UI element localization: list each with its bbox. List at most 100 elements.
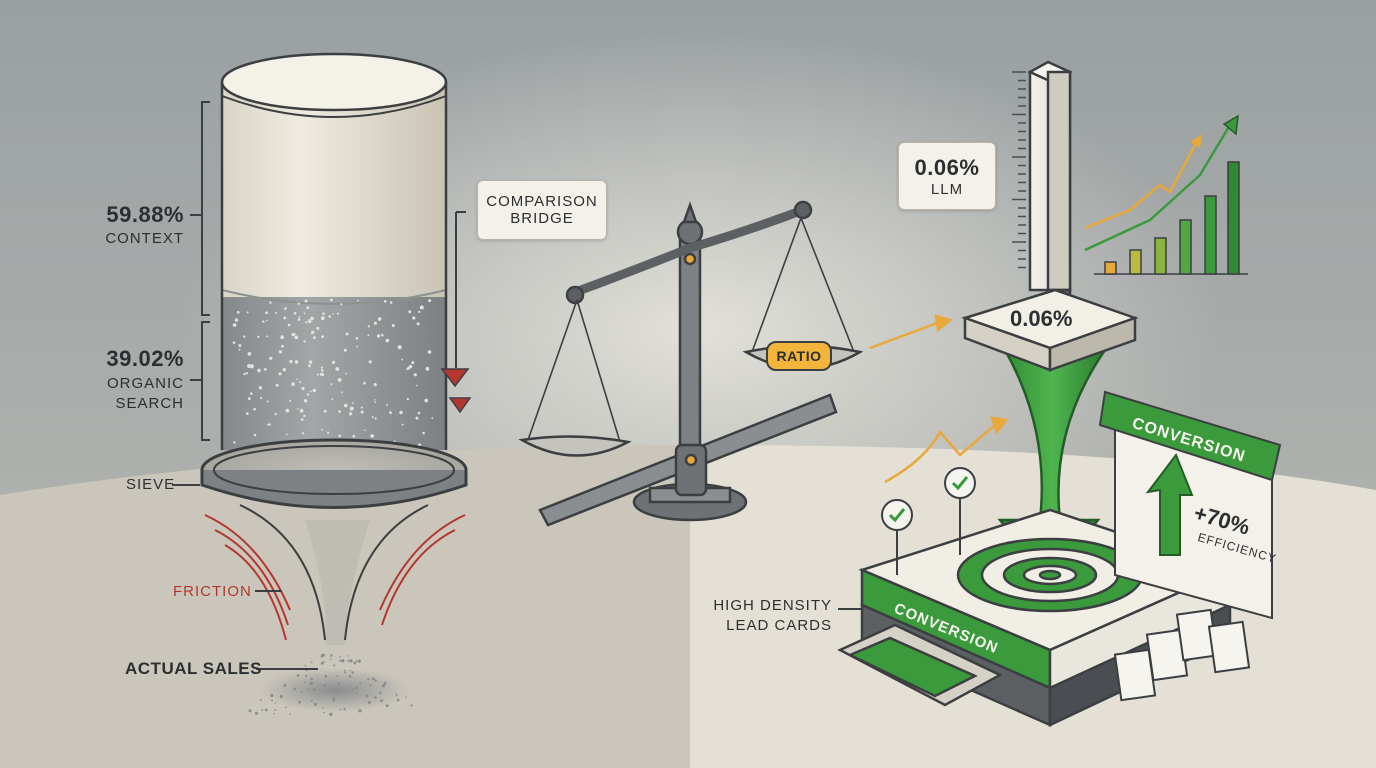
sand-particle bbox=[294, 360, 299, 364]
sand-particle bbox=[297, 302, 300, 305]
sand-particle bbox=[341, 659, 345, 663]
sand-particle bbox=[262, 320, 265, 323]
sand-particle bbox=[266, 400, 269, 403]
sand-particle bbox=[285, 408, 290, 413]
sand-particle bbox=[300, 418, 304, 421]
sand-particle bbox=[374, 401, 377, 404]
sand-particle bbox=[416, 322, 420, 326]
sand-particle bbox=[268, 423, 271, 426]
sand-particle bbox=[418, 310, 421, 313]
sand-particle bbox=[339, 659, 342, 662]
sand-particle bbox=[243, 335, 246, 338]
sand-particle bbox=[254, 711, 258, 715]
sand-particle bbox=[373, 383, 377, 387]
sand-particle bbox=[360, 406, 363, 409]
sand-particle bbox=[340, 303, 343, 306]
sand-particle bbox=[431, 417, 434, 419]
sand-particle bbox=[289, 399, 292, 402]
sand-particle bbox=[257, 335, 260, 338]
sand-particle bbox=[257, 368, 261, 373]
actual-sales-label: ACTUAL SALES bbox=[125, 659, 262, 678]
sand-particle bbox=[316, 326, 320, 330]
sand-particle bbox=[274, 709, 276, 712]
sand-particle bbox=[320, 316, 325, 320]
sand-particle bbox=[280, 335, 284, 340]
sand-particle bbox=[406, 368, 408, 370]
sand-particle bbox=[247, 397, 251, 400]
sand-particle bbox=[307, 319, 312, 324]
sand-particle bbox=[281, 344, 284, 348]
sand-particle bbox=[330, 298, 333, 302]
sand-particle bbox=[425, 366, 430, 371]
sand-particle bbox=[303, 340, 306, 343]
sand-particle bbox=[338, 434, 341, 438]
sand-particle bbox=[297, 318, 301, 321]
sand-particle bbox=[401, 423, 404, 426]
sand-particle bbox=[309, 390, 312, 393]
sand-particle bbox=[299, 408, 304, 413]
sand-particle bbox=[260, 396, 263, 399]
comparison-bridge-callout: COMPARISON BRIDGE bbox=[477, 180, 607, 240]
sand-particle bbox=[377, 317, 382, 321]
sand-particle bbox=[386, 404, 389, 406]
sand-particle bbox=[376, 334, 381, 338]
sand-particle bbox=[341, 391, 343, 393]
friction-lines bbox=[204, 514, 466, 641]
sand-particle bbox=[274, 412, 277, 416]
sand-particle bbox=[349, 659, 353, 663]
sand-particle bbox=[306, 393, 310, 396]
sand-particle bbox=[306, 306, 310, 310]
balance-scale bbox=[518, 200, 864, 527]
sand-particle bbox=[236, 310, 240, 314]
organic-label-line1: ORGANIC bbox=[106, 375, 184, 392]
lead-line2: LEAD CARDS bbox=[726, 617, 832, 634]
sand-particle bbox=[427, 350, 432, 354]
sand-particle bbox=[282, 368, 286, 372]
sand-particle bbox=[303, 399, 308, 403]
sand-particle bbox=[298, 316, 301, 318]
sand-particle bbox=[389, 301, 393, 304]
sand-particle bbox=[320, 366, 323, 369]
sand-particle bbox=[408, 364, 413, 369]
sand-particle bbox=[345, 372, 348, 375]
sand-particle bbox=[385, 338, 390, 343]
sand-particle bbox=[389, 411, 392, 414]
sand-particle bbox=[285, 706, 287, 709]
sand-particle bbox=[343, 348, 347, 352]
ruler bbox=[1012, 71, 1026, 269]
sand-particle bbox=[370, 434, 375, 438]
sand-particle bbox=[258, 386, 263, 390]
sand-particle bbox=[247, 352, 252, 356]
sand-particle bbox=[260, 699, 262, 702]
sand-particle bbox=[278, 350, 283, 354]
bridge-line1: COMPARISON bbox=[486, 193, 598, 210]
sand-particle bbox=[406, 397, 409, 401]
sand-particle bbox=[380, 333, 384, 337]
sand-particle bbox=[413, 373, 417, 377]
growth-chart bbox=[1084, 114, 1248, 275]
sand-particle bbox=[304, 299, 308, 303]
sand-particle bbox=[299, 381, 302, 384]
sand-particle bbox=[312, 388, 316, 393]
sand-particle bbox=[310, 316, 314, 321]
sand-particle bbox=[253, 433, 257, 437]
ratio-tag: RATIO bbox=[766, 341, 832, 371]
sand-particle bbox=[266, 319, 268, 322]
sand-particle bbox=[356, 345, 358, 348]
sand-particle bbox=[323, 711, 326, 714]
sand-particle bbox=[330, 383, 333, 386]
sand-particle bbox=[269, 356, 273, 360]
sand-particle bbox=[308, 364, 311, 368]
sand-particle bbox=[316, 373, 319, 376]
sieve-label: SIEVE bbox=[126, 476, 176, 493]
sand-particle bbox=[368, 360, 372, 364]
sand-particle bbox=[248, 709, 252, 713]
sand-particle bbox=[250, 392, 253, 395]
sand-particle bbox=[238, 348, 241, 351]
block-value: 0.06% bbox=[1010, 306, 1073, 331]
cylinder bbox=[220, 52, 448, 450]
bridge-line2: BRIDGE bbox=[510, 210, 574, 227]
sand-particle bbox=[344, 403, 348, 408]
sand-particle bbox=[286, 433, 288, 436]
